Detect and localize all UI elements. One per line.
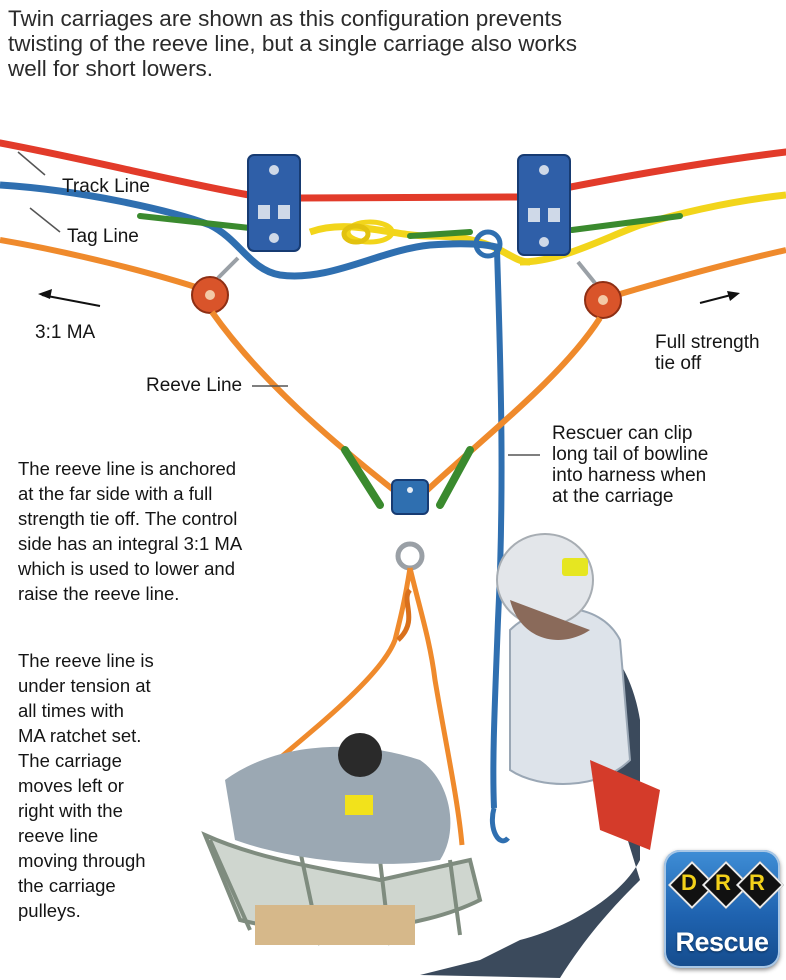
label-rescuer-clip-line-1: Rescuer can clip: [552, 423, 693, 444]
label-rescuer-clip-line-3: into harness when: [552, 465, 707, 486]
litter-basket: [201, 733, 483, 946]
label-full-strength: Full strength tie off: [655, 332, 760, 374]
direction-arrows: [38, 289, 740, 307]
label-rescuer-clip: Rescuer can clip long tail of bowline in…: [552, 423, 708, 507]
paragraph-tension-line-11: pulleys.: [18, 900, 81, 921]
paragraph-tension: The reeve line is under tension at all t…: [18, 648, 154, 923]
label-full-strength-line-1: Full strength: [655, 332, 760, 353]
paragraph-tension-line-7: right with the: [18, 800, 123, 821]
label-full-strength-line-2: tie off: [655, 353, 702, 374]
pulley-right: [576, 260, 622, 319]
paragraph-tension-line-6: moves left or: [18, 775, 124, 796]
paragraph-tension-line-8: reeve line: [18, 825, 99, 846]
paragraph-anchored-line-3: strength tie off. The control: [18, 508, 238, 529]
carriage-plate-left: [247, 154, 301, 252]
paragraph-tension-line-2: under tension at: [18, 675, 151, 696]
paragraph-tension-line-1: The reeve line is: [18, 650, 154, 671]
logo-letter-d: D: [681, 870, 697, 895]
reeve-line-v: [209, 310, 603, 498]
headline: Twin carriages are shown as this configu…: [8, 6, 778, 81]
drr-rescue-logo: D R R Rescue: [664, 850, 785, 968]
label-rescuer-clip-line-2: long tail of bowline: [552, 444, 709, 465]
logo-word: Rescue: [675, 927, 769, 957]
logo-letter-r2: R: [749, 870, 765, 895]
label-track-line: Track Line: [62, 176, 150, 197]
paragraph-tension-line-9: moving through: [18, 850, 146, 871]
carriage-plate-right: [517, 154, 571, 256]
paragraph-anchored-line-6: raise the reeve line.: [18, 583, 180, 604]
label-ma: 3:1 MA: [35, 322, 96, 343]
rescuer-figure: [420, 533, 660, 978]
label-tag-line: Tag Line: [67, 226, 139, 247]
label-reeve-line: Reeve Line: [146, 375, 243, 396]
paragraph-anchored-line-5: which is used to lower and: [18, 558, 235, 579]
reeve-line-outer: [0, 237, 786, 303]
headline-line-2: twisting of the reeve line, but a single…: [8, 31, 578, 56]
headline-line-3: well for short lowers.: [8, 56, 214, 81]
paragraph-anchored-line-4: side has an integral 3:1 MA: [18, 533, 243, 554]
webbing-slings: [137, 213, 683, 239]
logo-letter-row: D R R: [667, 860, 785, 912]
headline-line-1: Twin carriages are shown as this configu…: [8, 6, 563, 31]
paragraph-anchored-line-1: The reeve line is anchored: [18, 458, 237, 479]
paragraph-tension-line-3: all times with: [18, 700, 124, 721]
paragraph-tension-line-4: MA ratchet set.: [18, 725, 142, 746]
paragraph-tension-line-5: The carriage: [18, 750, 122, 771]
paragraph-anchored: The reeve line is anchored at the far si…: [18, 456, 242, 606]
leader-lines: [17, 151, 540, 456]
label-rescuer-clip-line-4: at the carriage: [552, 486, 674, 507]
knots: [341, 219, 503, 259]
logo-letter-r1: R: [715, 870, 731, 895]
pulley-left: [191, 256, 240, 314]
paragraph-anchored-line-2: at the far side with a full: [18, 483, 213, 504]
reeve-carriage: [341, 446, 474, 571]
paragraph-tension-line-10: the carriage: [18, 875, 116, 896]
